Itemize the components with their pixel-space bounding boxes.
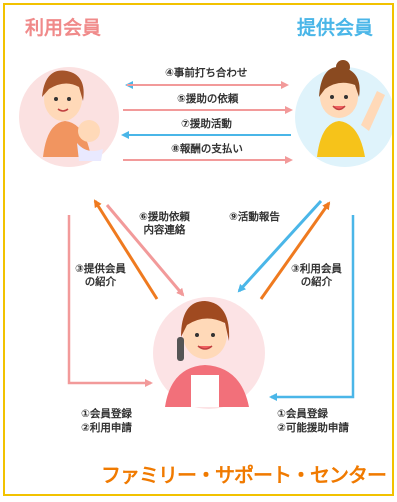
label-user-registration: ①会員登録 ②利用申請 bbox=[81, 408, 132, 434]
label-prearrangement: ④事前打ち合わせ bbox=[165, 67, 248, 79]
label-payment: ⑧報酬の支払い bbox=[171, 143, 243, 155]
label-provider-registration: ①会員登録 ②可能援助申請 bbox=[277, 408, 349, 434]
provider-member-title: 提供会員 bbox=[297, 17, 374, 39]
label-activity: ⑦援助活動 bbox=[181, 118, 232, 130]
label-request: ⑤援助の依頼 bbox=[177, 93, 239, 105]
family-support-diagram: 利用会員 提供会員 ④事前打ち合わせ ⑤援助の依頼 ⑦援助活動 ⑧報酬の支払い … bbox=[3, 3, 394, 496]
arrow-user-registration bbox=[67, 215, 153, 387]
label-intro-user: ③利用会員 の紹介 bbox=[291, 263, 342, 288]
arrow-activity-report bbox=[237, 199, 323, 293]
user-member-title: 利用会員 bbox=[25, 17, 102, 39]
provider-member-illustration bbox=[295, 60, 392, 167]
label-activity-report: ⑨活動報告 bbox=[229, 211, 280, 223]
footer-title: ファミリー・サポート・センター bbox=[101, 463, 387, 487]
user-member-illustration bbox=[19, 67, 119, 167]
label-intro-provider: ③提供会員 の紹介 bbox=[75, 263, 126, 288]
arrow-intro-provider bbox=[93, 199, 159, 300]
arrow-intro-user bbox=[259, 201, 331, 300]
label-request-contact: ⑥援助依頼 内容連絡 bbox=[139, 211, 190, 236]
diagram-graphics bbox=[19, 60, 392, 409]
arrow-request-contact bbox=[105, 204, 185, 297]
coordinator-illustration bbox=[153, 297, 265, 409]
arrow-provider-registration bbox=[269, 215, 355, 401]
